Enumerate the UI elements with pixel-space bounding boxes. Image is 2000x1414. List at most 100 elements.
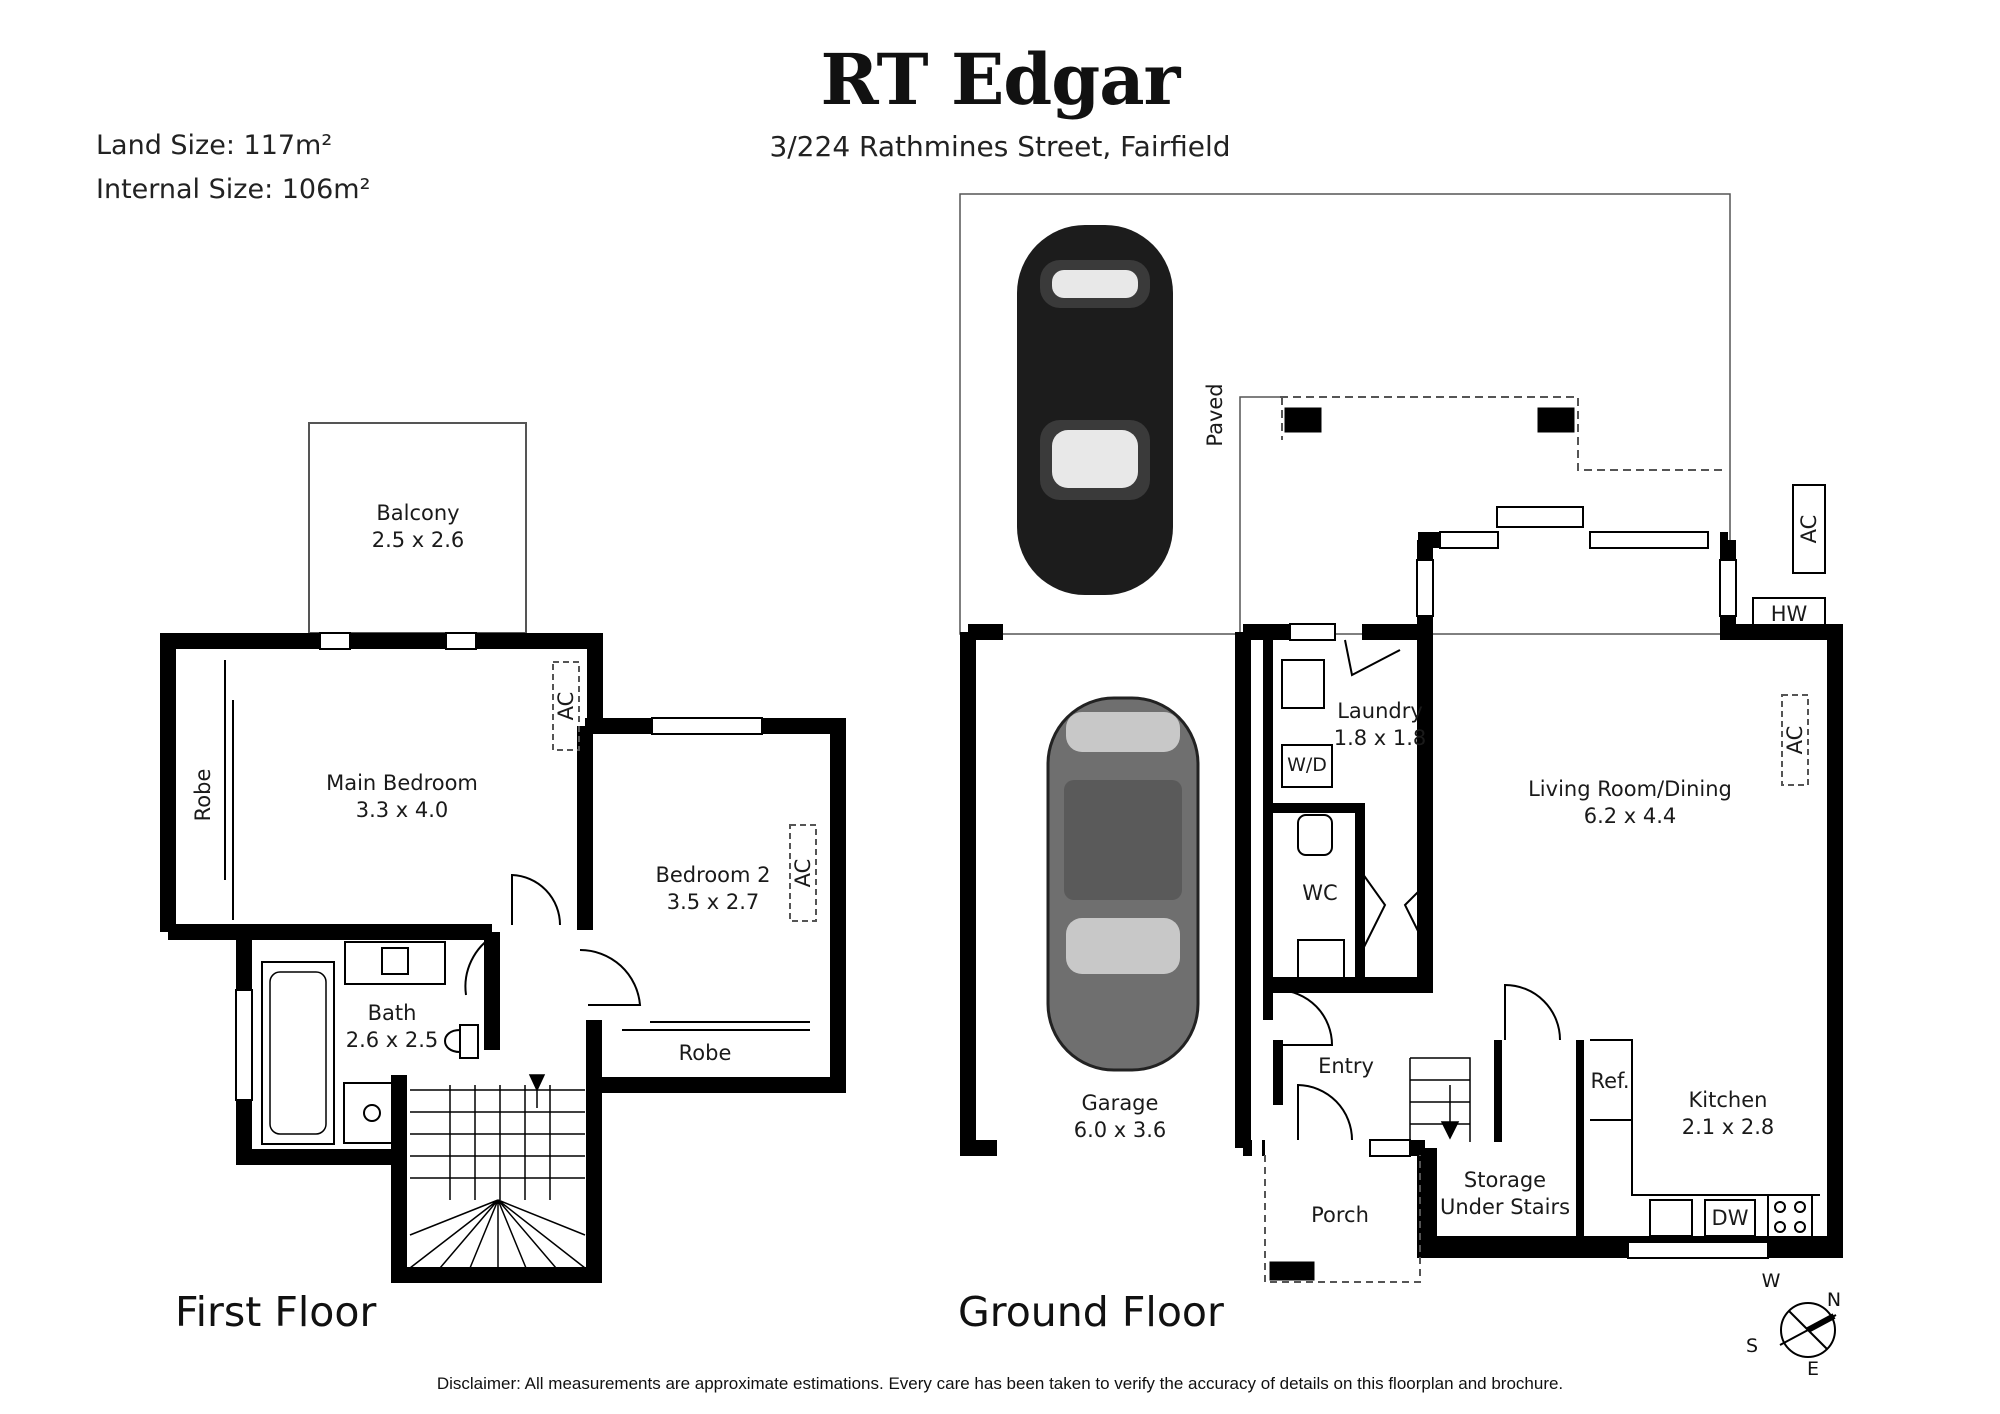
ac-bed2-label: AC — [791, 858, 815, 888]
compass-south: S — [1745, 1335, 1759, 1357]
room-name: Under Stairs — [1439, 1195, 1571, 1219]
room-name: Main Bedroom — [326, 771, 478, 795]
internal-size: Internal Size: 106m² — [96, 174, 371, 205]
room-size: 3.5 x 2.7 — [666, 890, 760, 914]
post — [1537, 407, 1575, 433]
disclaimer: Disclaimer: All measurements are approxi… — [436, 1374, 1564, 1393]
room-name: Bedroom 2 — [655, 863, 771, 887]
wc-basin — [1297, 939, 1345, 979]
vanity — [344, 941, 446, 985]
wc-walls — [1263, 632, 1365, 1000]
bath-label: Bath 2.6 x 2.5 — [346, 1000, 439, 1054]
ground-floor-plan — [959, 193, 1843, 1283]
door-swing — [1297, 1083, 1353, 1141]
entry-walls — [1263, 985, 1283, 1105]
storage-walls — [1425, 1040, 1835, 1244]
car-paved-area — [1017, 225, 1173, 595]
dishwasher-label: DW — [1711, 1206, 1749, 1230]
porch-outline — [1264, 1155, 1421, 1283]
window — [1627, 1241, 1769, 1259]
compass-west: W — [1761, 1270, 1781, 1292]
land-size: Land Size: 117m² — [96, 130, 333, 161]
bath-window — [235, 989, 253, 1101]
property-address: 3/224 Rathmines Street, Fairfield — [769, 130, 1231, 163]
door-swing — [1277, 989, 1334, 1046]
wc-label: WC — [1302, 881, 1338, 905]
room-size: 6.2 x 4.4 — [1583, 804, 1677, 828]
room-name: Garage — [1081, 1091, 1159, 1115]
garage-walls — [960, 624, 1252, 1156]
window — [1719, 559, 1737, 617]
bedroom2-window — [651, 717, 763, 735]
pergola-outline — [1239, 396, 1280, 634]
ac-main-label: AC — [554, 691, 578, 721]
compass-rose — [1779, 1302, 1837, 1358]
ac-unit-outline — [552, 661, 580, 751]
balcony-window — [445, 632, 477, 650]
door-swing — [511, 873, 562, 926]
burner — [1794, 1221, 1806, 1233]
basin — [381, 947, 409, 975]
kitchen-bench — [1590, 1039, 1820, 1196]
robe-bed2-label: Robe — [678, 1041, 732, 1065]
pergola-outline — [1280, 396, 1722, 471]
room-size: 3.3 x 4.0 — [355, 798, 449, 822]
garage-label: Garage 6.0 x 3.6 — [1074, 1090, 1167, 1144]
ac-unit-outline — [789, 824, 817, 922]
washer-dryer — [1281, 744, 1333, 788]
room-size: 2.5 x 2.6 — [371, 528, 465, 552]
living-ac-outline — [1781, 694, 1809, 786]
outdoor-ac-label: AC — [1797, 514, 1821, 544]
laundry-trough — [1281, 659, 1325, 709]
window — [1589, 531, 1709, 549]
cooktop — [1767, 1194, 1813, 1240]
porch-label: Porch — [1311, 1203, 1369, 1227]
washer-dryer-label: W/D — [1287, 754, 1327, 776]
room-name: Storage — [1463, 1168, 1547, 1192]
room-name: Balcony — [376, 501, 460, 525]
door-swing — [1359, 869, 1387, 956]
toilet — [444, 1024, 479, 1059]
door-swing — [1344, 639, 1401, 677]
main-bedroom-walls — [160, 633, 603, 940]
burner — [1774, 1201, 1786, 1213]
paved-area-outline — [959, 193, 1731, 635]
room-size: 2.1 x 2.8 — [1681, 1115, 1775, 1139]
room-name: Kitchen — [1688, 1088, 1768, 1112]
bath-basin — [343, 1082, 403, 1144]
laundry-label: Laundry 1.8 x 1.8 — [1334, 698, 1427, 752]
first-floor-stairs — [409, 1074, 586, 1269]
room-size: 1.8 x 1.8 — [1333, 726, 1427, 750]
room-name: Living Room/Dining — [1528, 777, 1732, 801]
door-swing — [1403, 884, 1426, 946]
window — [1439, 531, 1499, 549]
bathtub-inner — [269, 971, 327, 1135]
compass-north: N — [1826, 1289, 1842, 1311]
balcony-window — [319, 632, 351, 650]
balcony-label: Balcony 2.5 x 2.6 — [372, 500, 465, 554]
first-floor-plan — [160, 422, 846, 1283]
door-swing — [1504, 983, 1561, 1041]
porch-post — [1269, 1261, 1315, 1281]
paved-label: Paved — [1203, 383, 1227, 447]
fridge-label: Ref. — [1590, 1069, 1630, 1093]
ground-floor-stairs — [1409, 1057, 1471, 1142]
bedroom2-label: Bedroom 2 3.5 x 2.7 — [655, 862, 770, 916]
room-name: Laundry — [1337, 699, 1423, 723]
entry-label: Entry — [1318, 1054, 1374, 1078]
window — [1496, 506, 1584, 528]
compass-east: E — [1806, 1358, 1820, 1380]
hot-water-label: HW — [1770, 602, 1808, 626]
ground-floor-label: Ground Floor — [958, 1288, 1224, 1336]
burner — [1794, 1201, 1806, 1213]
kitchen-sink — [1649, 1199, 1693, 1237]
first-floor-stair-walls — [391, 932, 602, 1283]
bathtub — [261, 961, 335, 1145]
post — [1284, 407, 1322, 433]
car-garage — [1046, 696, 1200, 1072]
basin-drain — [363, 1104, 381, 1122]
door-swing — [579, 948, 642, 1006]
wc-toilet — [1297, 814, 1333, 856]
main-bedroom-label: Main Bedroom 3.3 x 4.0 — [326, 770, 478, 824]
